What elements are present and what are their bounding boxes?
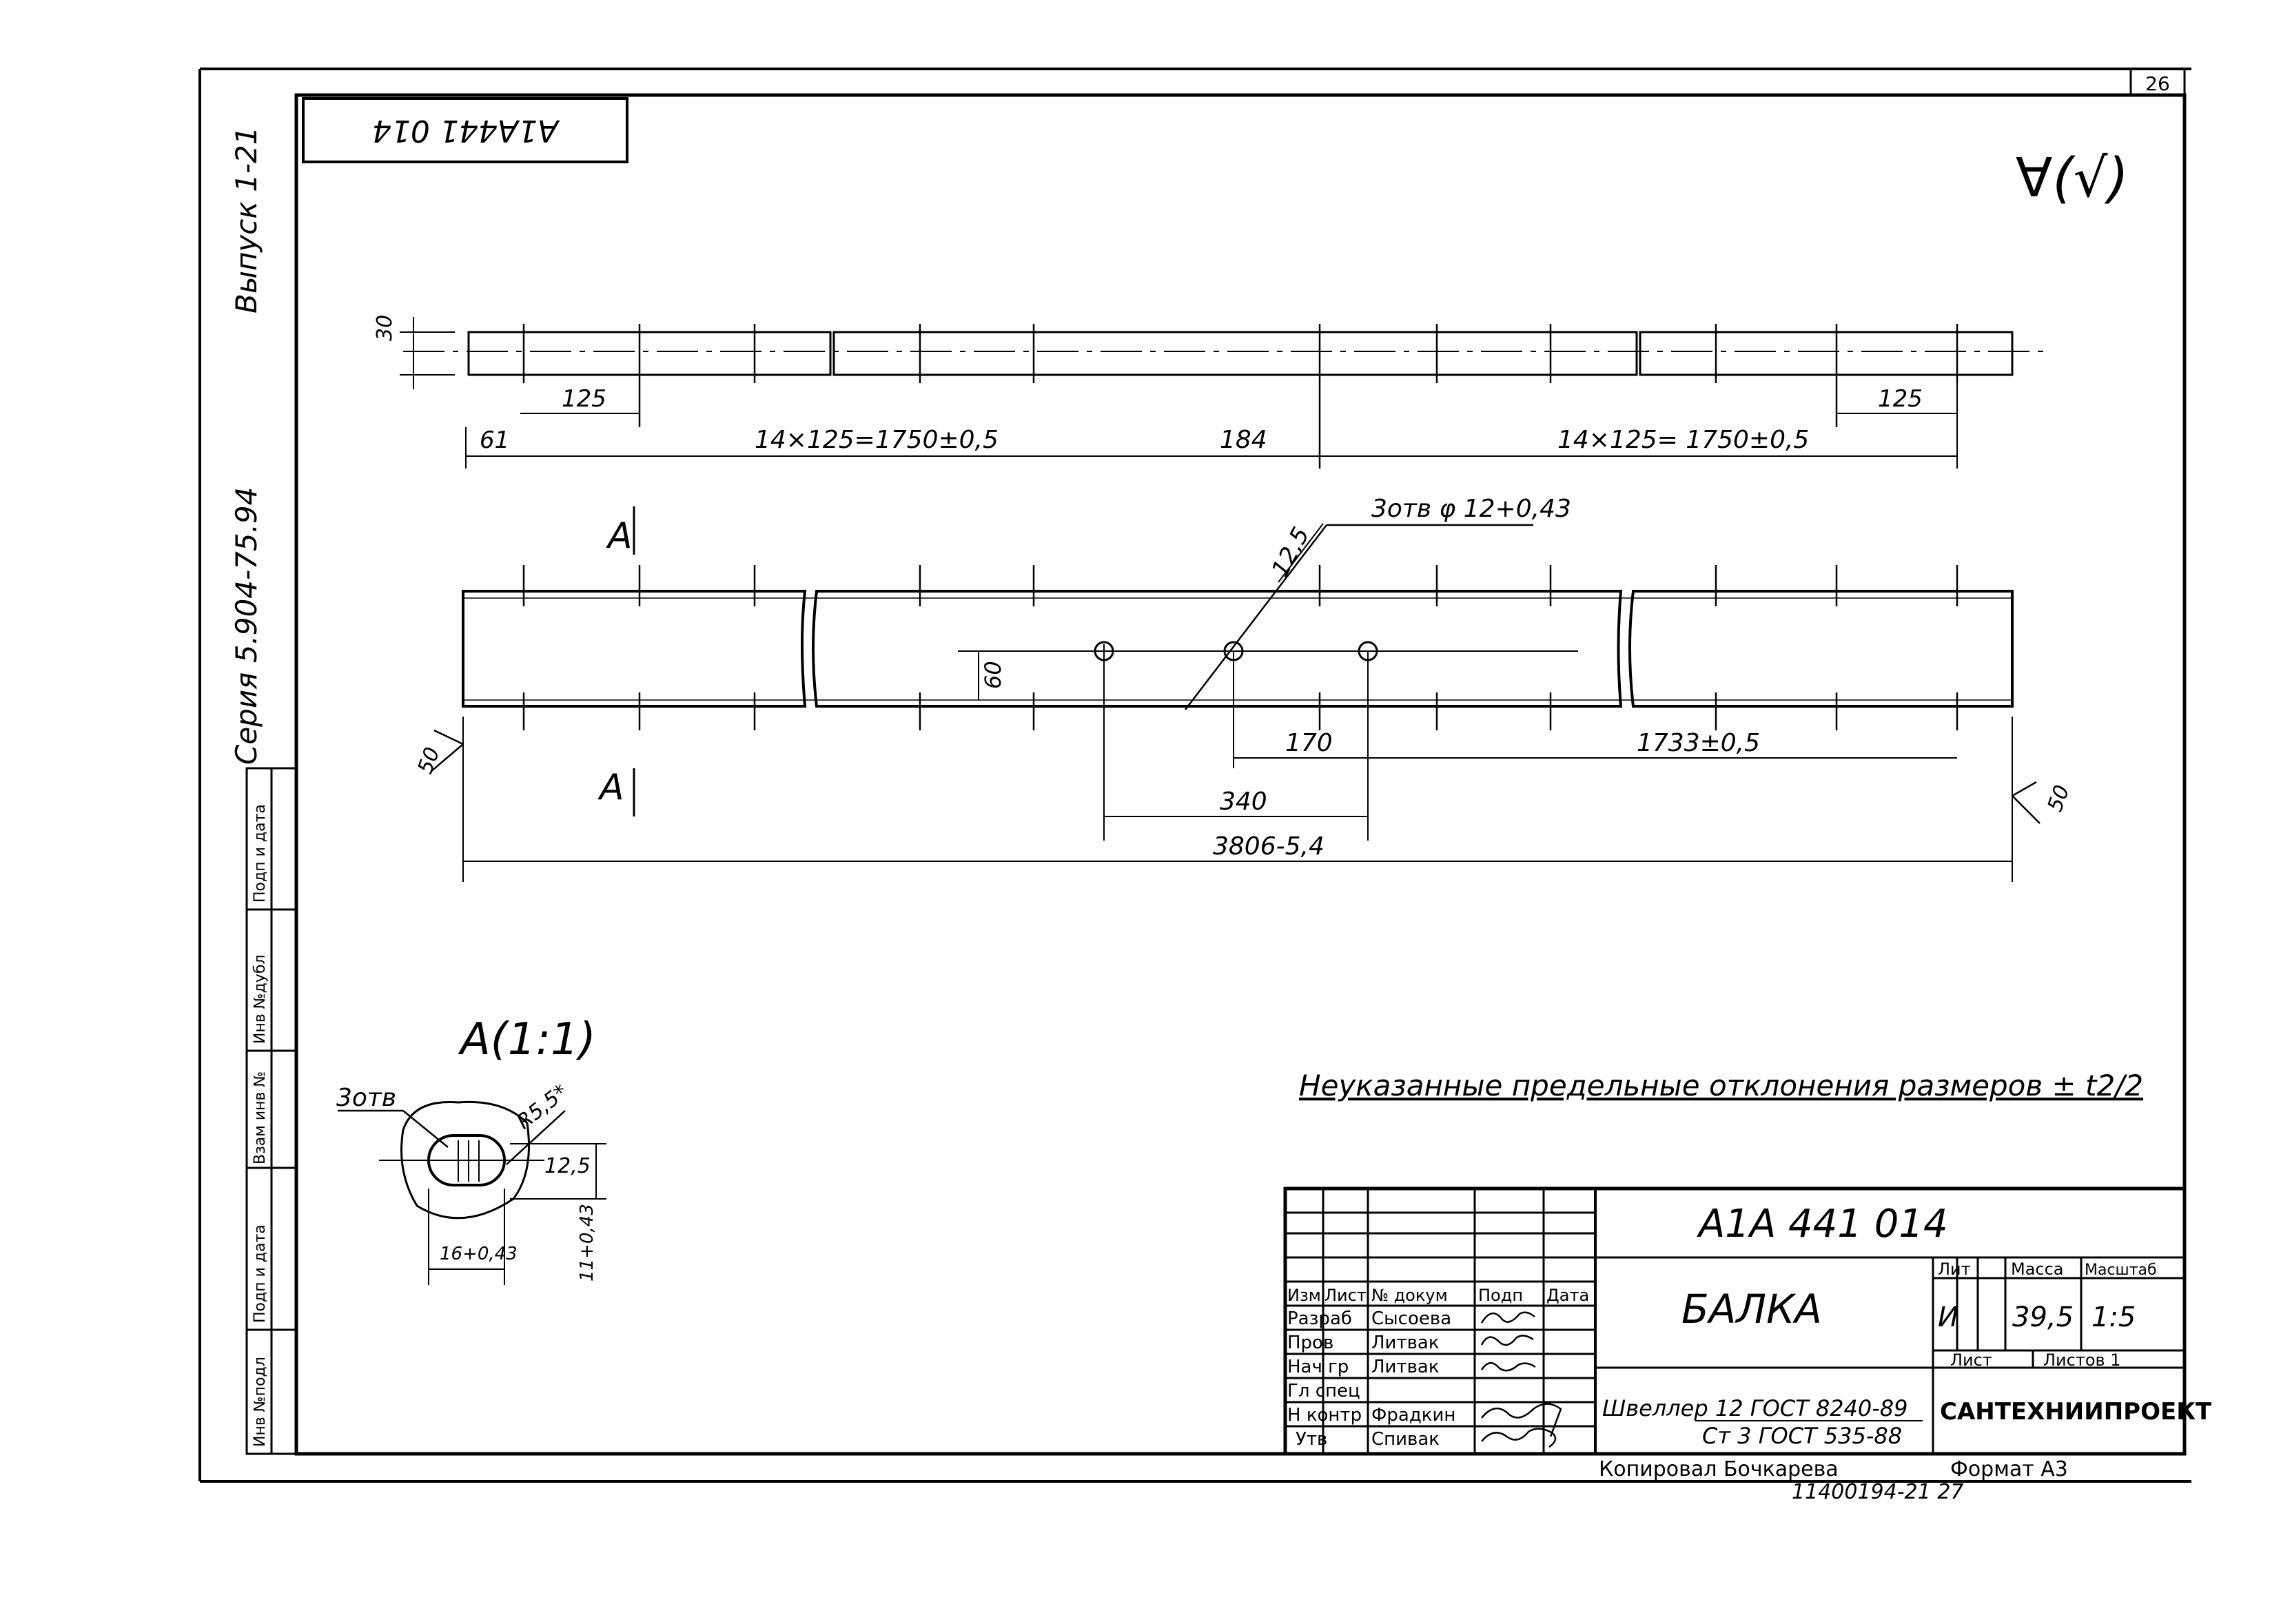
- dim-edge-61: 61: [480, 426, 509, 454]
- holes-callout: 3отв φ 12+0,43: [1371, 495, 1571, 523]
- dim-left-row: 14×125=1750±0,5: [755, 426, 999, 454]
- tb-name-2: Литвак: [1371, 1333, 1440, 1353]
- side-stamp: [245, 767, 298, 1455]
- page-number-box: [2129, 68, 2186, 96]
- tb-mass-value: 39,5: [2012, 1302, 2074, 1333]
- tb-scale-value: 1:5: [2091, 1302, 2136, 1333]
- section-offset: 12,5: [544, 1154, 591, 1178]
- tb-header-list: Лист: [1324, 1286, 1367, 1305]
- tb-name-5: Фрадкин: [1371, 1405, 1455, 1426]
- tb-role-6: Утв: [1296, 1429, 1327, 1450]
- stamp-podp-data-2: Подп и дата: [252, 804, 269, 903]
- strip-right: [1639, 331, 2014, 376]
- section-radius: R5,5*: [512, 1080, 572, 1134]
- footer-format: Формат А3: [1950, 1457, 2068, 1481]
- tb-name-6: Спивак: [1371, 1429, 1440, 1450]
- weld-right: 50: [2043, 782, 2075, 815]
- tb-header-doc: № докум: [1371, 1286, 1448, 1305]
- beam-left: [462, 590, 807, 708]
- tb-header-izm: Изм: [1287, 1286, 1321, 1305]
- footer-copied: Копировал Бочкарева: [1599, 1457, 1839, 1481]
- tb-role-3: Нач гр: [1287, 1357, 1349, 1377]
- section-mark-top: А: [606, 515, 633, 557]
- section-title: А(1:1): [458, 1014, 596, 1065]
- tb-sheets-label: Листов 1: [2043, 1350, 2121, 1370]
- dim-1733: 1733±0,5: [1637, 729, 1760, 757]
- signatures: [1480, 1311, 1562, 1448]
- tb-role-4: Гл спец: [1287, 1381, 1360, 1401]
- tb-organization: САНТЕХНИИПРОЕКТ: [1940, 1398, 2212, 1426]
- code-box: [302, 97, 628, 163]
- tb-material-1: Швеллер 12 ГОСТ 8240-89: [1602, 1395, 1908, 1421]
- holes-leader: [1185, 524, 1327, 710]
- tolerance-note: Неуказанные предельные отклонения размер…: [1299, 1069, 2143, 1102]
- stamp-inv-podl: Инв №подл: [252, 1357, 269, 1447]
- tb-role-2: Пров: [1287, 1333, 1333, 1353]
- dim-hole-height: 60: [980, 661, 1006, 689]
- dim-pitch-left: 125: [562, 385, 606, 413]
- dim-height-30: 30: [373, 315, 397, 341]
- dim-340: 340: [1220, 788, 1267, 816]
- mirrored-code: А1А441 014: [372, 113, 560, 148]
- main-view: [430, 506, 2040, 882]
- strip-left: [467, 331, 832, 376]
- dim-pitch-right: 125: [1878, 385, 1923, 413]
- beam-middle: [812, 590, 1623, 708]
- tb-name-1: Сысоева: [1371, 1308, 1451, 1329]
- callout-dim-12-5: 12,5: [1267, 523, 1316, 582]
- roughness-symbol: ∀(√): [2016, 147, 2129, 209]
- overall-length: 3806-5,4: [1213, 832, 1324, 861]
- tb-name-3: Литвак: [1371, 1357, 1440, 1377]
- tb-header-date: Дата: [1546, 1286, 1589, 1305]
- stamp-podp-data-1: Подп и дата: [252, 1224, 269, 1323]
- tb-mass-label: Масса: [2011, 1260, 2064, 1279]
- stamp-vzam-inv: Взам инв №: [252, 1071, 269, 1164]
- title-block: [1283, 1186, 2187, 1456]
- section-outline: [400, 1100, 530, 1220]
- section-mark-bottom: А: [597, 767, 624, 808]
- dim-170: 170: [1285, 729, 1333, 757]
- tb-lit-label: Лит: [1938, 1260, 1971, 1279]
- tb-designation: А1А 441 014: [1697, 1202, 1948, 1246]
- tb-name: БАЛКА: [1681, 1286, 1822, 1333]
- section-holes-label: 3отв: [336, 1084, 396, 1112]
- section-width: 16+0,43: [440, 1244, 518, 1264]
- tb-header-sign: Подп: [1478, 1286, 1523, 1305]
- footer-number: 11400194-21 27: [1792, 1480, 1963, 1504]
- tb-sheet-label: Лист: [1950, 1350, 1992, 1370]
- stamp-inv-dubl: Инв №дубл: [252, 954, 269, 1044]
- tb-role-1: Разраб: [1287, 1308, 1352, 1329]
- strip-middle: [832, 331, 1638, 376]
- beam-right: [1628, 590, 2014, 708]
- tb-lit-value: И: [1938, 1302, 1958, 1333]
- issue-label: Выпуск 1-21: [229, 127, 263, 314]
- section-height: 11+0,43: [577, 1204, 597, 1282]
- series-label: Серия 5.904-75.94: [229, 487, 263, 765]
- page-number: 26: [2145, 72, 2170, 95]
- dim-middle-gap: 184: [1220, 426, 1267, 454]
- top-view: [400, 317, 2043, 469]
- weld-left: 50: [413, 744, 445, 777]
- tb-material-2: Ст 3 ГОСТ 535-88: [1702, 1423, 1902, 1449]
- dim-right-row: 14×125= 1750±0,5: [1557, 426, 1809, 454]
- section-view: [338, 1100, 606, 1285]
- tb-role-5: Н контр: [1287, 1405, 1362, 1426]
- tb-scale-label: Масштаб: [2085, 1262, 2157, 1279]
